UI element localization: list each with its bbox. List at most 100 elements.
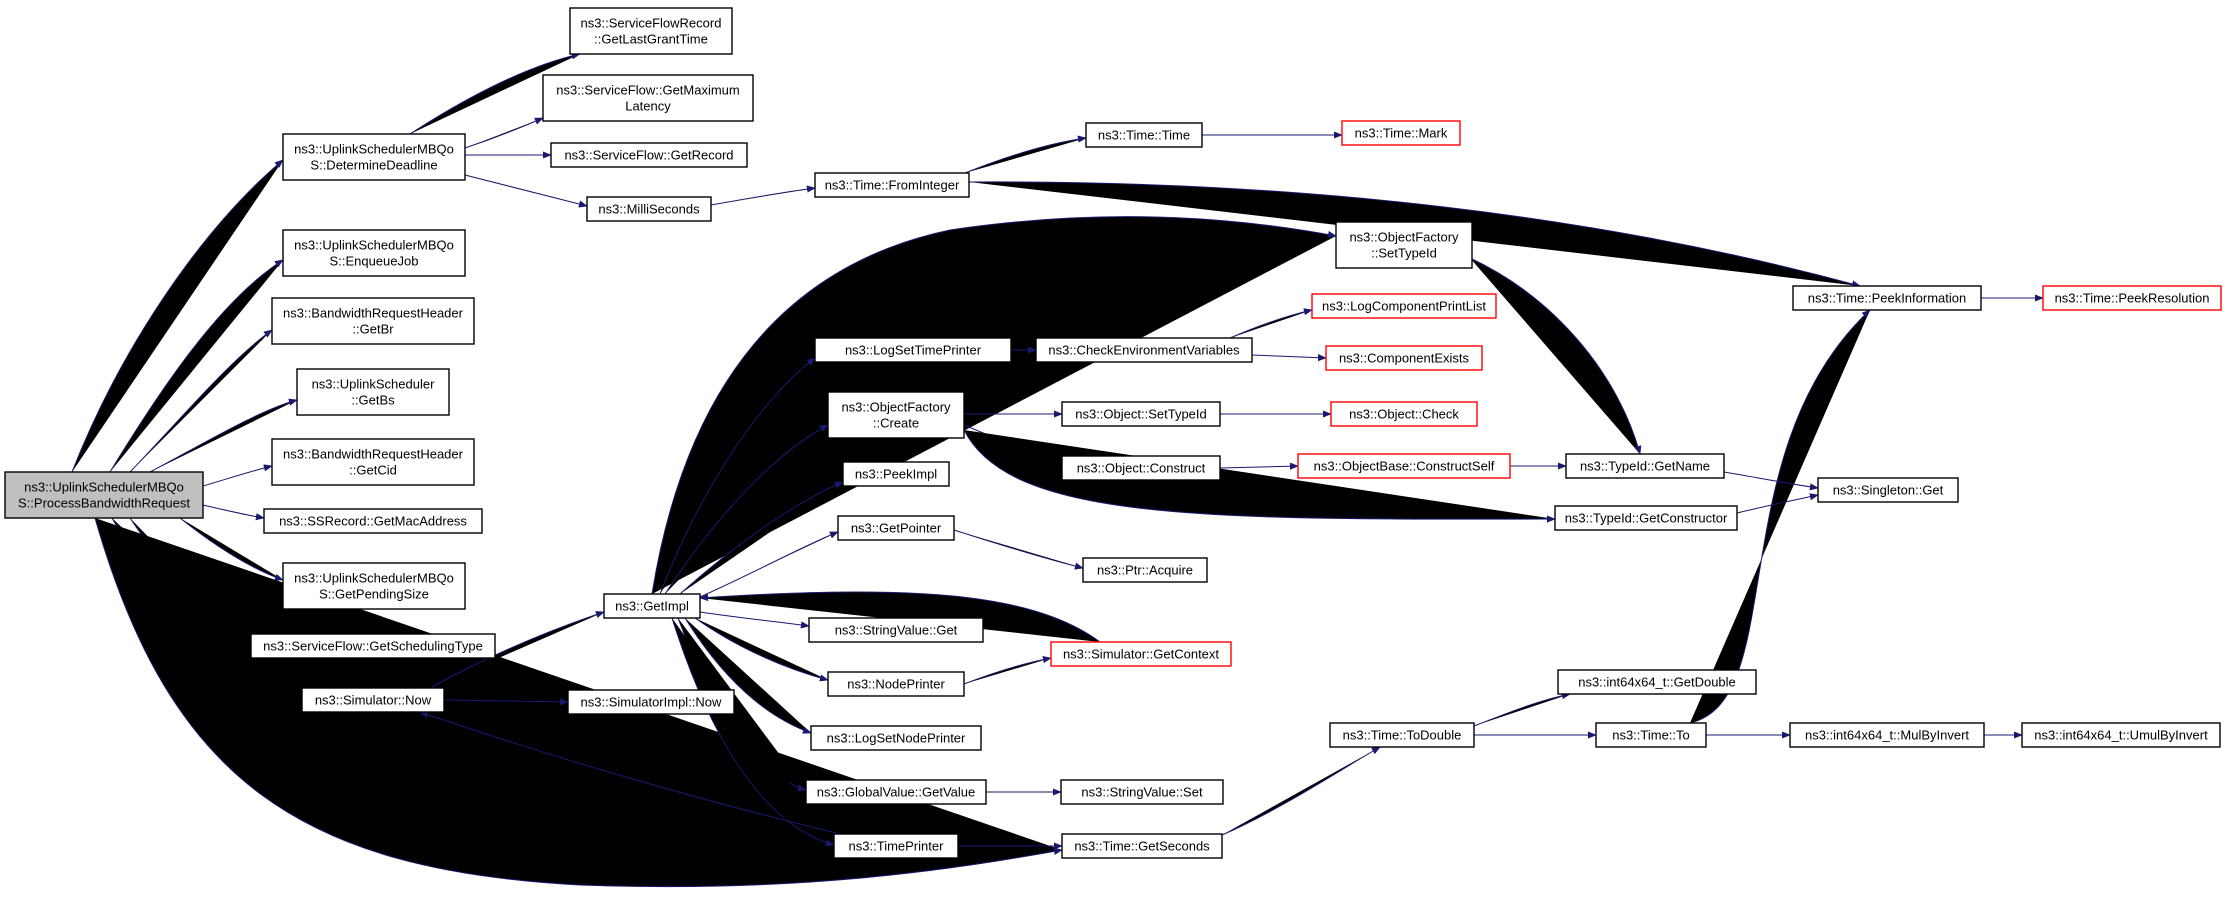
node-process[interactable]: ns3::UplinkSchedulerMBQoS::ProcessBandwi…: [4, 471, 204, 519]
node-ofsettype[interactable]: ns3::ObjectFactory::SetTypeId: [1335, 221, 1473, 269]
node-objsettype[interactable]: ns3::Object::SetTypeId: [1061, 401, 1221, 427]
edge-getimpl-to-strvalget: [699, 611, 810, 629]
node-logsetnode[interactable]: ns3::LogSetNodePrinter: [810, 725, 982, 751]
edge-getimpl-to-logsetnode: [684, 617, 812, 734]
node-label: ns3::TypeId::GetConstructor: [1565, 511, 1728, 526]
node-getbr[interactable]: ns3::BandwidthRequestHeader::GetBr: [271, 297, 475, 345]
node-simimplnow[interactable]: ns3::SimulatorImpl::Now: [567, 689, 735, 715]
node-box: [603, 593, 701, 619]
node-box: [1082, 557, 1208, 583]
edge-milli-to-fromint: [710, 185, 816, 206]
node-getcid[interactable]: ns3::BandwidthRequestHeader::GetCid: [271, 438, 475, 486]
node-label: ns3::ComponentExists: [1339, 351, 1470, 366]
node-getseconds[interactable]: ns3::Time::GetSeconds: [1061, 833, 1223, 859]
node-ptracquire[interactable]: ns3::Ptr::Acquire: [1082, 557, 1208, 583]
node-mark[interactable]: ns3::Time::Mark: [1341, 120, 1461, 146]
node-lastgrant[interactable]: ns3::ServiceFlowRecord::GetLastGrantTime: [569, 7, 733, 55]
node-label: ns3::BandwidthRequestHeader: [283, 306, 464, 321]
node-compexists[interactable]: ns3::ComponentExists: [1325, 345, 1483, 371]
node-i64getdouble[interactable]: ns3::int64x64_t::GetDouble: [1557, 669, 1757, 695]
node-checkenv[interactable]: ns3::CheckEnvironmentVariables: [1035, 337, 1253, 363]
node-determine[interactable]: ns3::UplinkSchedulerMBQoS::DetermineDead…: [282, 133, 466, 181]
node-logcomp[interactable]: ns3::LogComponentPrintList: [1311, 293, 1497, 319]
node-box: [814, 172, 970, 198]
node-label: ns3::Simulator::Now: [315, 693, 432, 708]
node-box: [1061, 455, 1221, 481]
node-getrecord[interactable]: ns3::ServiceFlow::GetRecord: [550, 142, 748, 168]
node-label: ns3::Time::Mark: [1355, 126, 1448, 141]
node-box: [1035, 337, 1253, 363]
node-milli[interactable]: ns3::MilliSeconds: [586, 196, 712, 222]
node-peekimpl[interactable]: ns3::PeekImpl: [842, 461, 950, 487]
node-label: ns3::ServiceFlowRecord: [581, 16, 722, 31]
node-umulbyinvert[interactable]: ns3::int64x64_t::UmulByInvert: [2021, 722, 2221, 748]
node-fromint[interactable]: ns3::Time::FromInteger: [814, 172, 970, 198]
node-objconstruct[interactable]: ns3::Object::Construct: [1061, 455, 1221, 481]
edge-checkenv-to-logcomp: [1229, 308, 1313, 339]
node-label: ns3::StringValue::Set: [1081, 785, 1203, 800]
node-getsched[interactable]: ns3::ServiceFlow::GetSchedulingType: [250, 633, 496, 659]
node-label: ns3::GlobalValue::GetValue: [817, 785, 976, 800]
node-timeto[interactable]: ns3::Time::To: [1595, 722, 1707, 748]
node-getpending[interactable]: ns3::UplinkSchedulerMBQoS::GetPendingSiz…: [282, 562, 466, 610]
node-typeidctor[interactable]: ns3::TypeId::GetConstructor: [1554, 505, 1738, 531]
node-label: ns3::Time::To: [1612, 728, 1690, 743]
node-label: ns3::Object::SetTypeId: [1075, 407, 1207, 422]
edge-simnow-to-getimpl: [429, 611, 605, 689]
node-box: [1050, 641, 1232, 667]
node-timetime[interactable]: ns3::Time::Time: [1085, 122, 1203, 148]
node-label: ::GetCid: [349, 463, 397, 478]
node-label: ns3::ObjectBase::ConstructSelf: [1314, 459, 1495, 474]
node-singleton[interactable]: ns3::Singleton::Get: [1817, 477, 1959, 503]
edge-process-to-getmac: [202, 504, 265, 521]
node-strvalset[interactable]: ns3::StringValue::Set: [1060, 779, 1224, 805]
node-getmac[interactable]: ns3::SSRecord::GetMacAddress: [263, 508, 483, 534]
node-box: [282, 562, 466, 610]
node-strvalget[interactable]: ns3::StringValue::Get: [808, 617, 984, 643]
node-box: [1330, 401, 1478, 427]
node-gvgetvalue[interactable]: ns3::GlobalValue::GetValue: [805, 779, 987, 805]
node-box: [1554, 505, 1738, 531]
edge-ofsettype-to-typeidname: [1469, 257, 1642, 455]
node-box: [569, 7, 733, 55]
node-box: [1817, 477, 1959, 503]
node-objcheck[interactable]: ns3::Object::Check: [1330, 401, 1478, 427]
node-peekres[interactable]: ns3::Time::PeekResolution: [2042, 285, 2222, 311]
node-label: ns3::CheckEnvironmentVariables: [1048, 343, 1240, 358]
edge-fromint-to-timetime: [964, 135, 1087, 174]
edge-getimpl-to-getpointer: [699, 531, 839, 598]
node-typeidname[interactable]: ns3::TypeId::GetName: [1565, 453, 1725, 479]
edge-simnow-to-simimplnow: [443, 698, 569, 706]
edge-getimpl-to-nodeprinter: [694, 617, 829, 682]
node-getimpl[interactable]: ns3::GetImpl: [603, 593, 701, 619]
edge-determine-to-maxlat: [464, 117, 544, 149]
node-constructself[interactable]: ns3::ObjectBase::ConstructSelf: [1297, 453, 1511, 479]
node-label: ns3::Object::Check: [1349, 407, 1459, 422]
node-label: ns3::ServiceFlow::GetSchedulingType: [263, 639, 483, 654]
node-ofcreate[interactable]: ns3::ObjectFactory::Create: [827, 391, 965, 439]
node-box: [1789, 722, 1985, 748]
node-label: ns3::ObjectFactory: [841, 400, 951, 415]
node-label: ns3::ServiceFlow::GetMaximum: [556, 83, 740, 98]
node-peekinfo[interactable]: ns3::Time::PeekInformation: [1792, 285, 1982, 311]
node-box: [4, 471, 204, 519]
node-getpointer[interactable]: ns3::GetPointer: [837, 515, 955, 541]
node-label: Latency: [625, 99, 671, 114]
node-simnow[interactable]: ns3::Simulator::Now: [301, 687, 445, 713]
edge-todouble-to-i64getdouble: [1473, 692, 1571, 727]
edge-getimpl-to-ofcreate: [664, 424, 829, 595]
node-getbs[interactable]: ns3::UplinkScheduler::GetBs: [296, 368, 450, 416]
node-timeprinter[interactable]: ns3::TimePrinter: [833, 833, 959, 859]
node-logsettime[interactable]: ns3::LogSetTimePrinter: [814, 337, 1012, 363]
node-box: [282, 229, 466, 277]
node-box: [805, 779, 987, 805]
node-label: ns3::UplinkSchedulerMBQo: [294, 142, 454, 157]
node-label: ::GetLastGrantTime: [594, 32, 708, 47]
node-mulbyinvert[interactable]: ns3::int64x64_t::MulByInvert: [1789, 722, 1985, 748]
node-getcontext[interactable]: ns3::Simulator::GetContext: [1050, 641, 1232, 667]
node-nodeprinter[interactable]: ns3::NodePrinter: [827, 671, 965, 697]
node-todouble[interactable]: ns3::Time::ToDouble: [1329, 722, 1475, 748]
edge-typeidname-to-singleton: [1723, 471, 1819, 491]
